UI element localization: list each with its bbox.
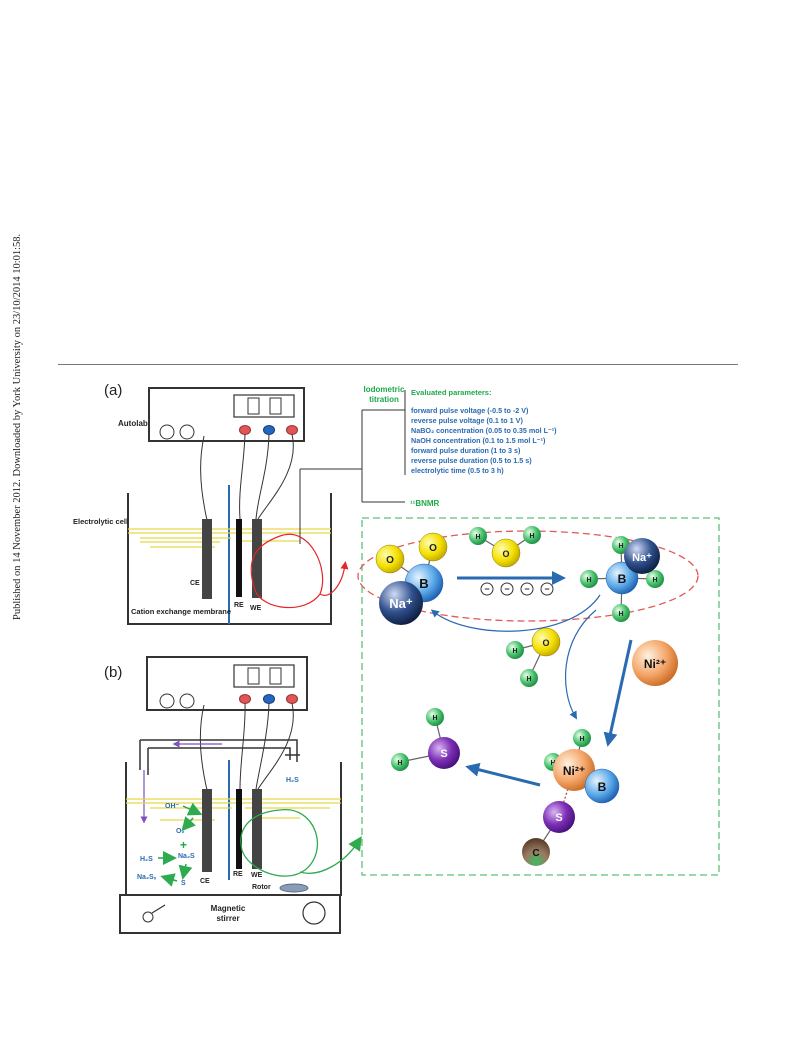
param-item: forward pulse duration (1 to 3 s): [411, 446, 521, 455]
autolab-device: [148, 387, 305, 442]
back-arrow: [430, 594, 601, 632]
nabh4-molecule: H H H H B Na⁺: [580, 536, 664, 622]
param-item: NaBO₂ concentration (0.05 to 0.35 mol L⁻…: [411, 426, 557, 435]
atom-h: H: [397, 760, 402, 767]
re-label-b: RE: [233, 871, 243, 878]
atom-h: H: [586, 577, 591, 584]
electrode-wires-a: [200, 433, 294, 521]
s-label: S: [181, 880, 186, 887]
o2-label: O₂: [176, 828, 185, 835]
atom-h: H: [579, 736, 584, 743]
params-list: forward pulse voltage (-0.5 to -2 V) rev…: [411, 406, 557, 475]
atom-h: H: [652, 577, 657, 584]
atom-h: H: [529, 533, 534, 540]
panel-b-label: (b): [104, 664, 122, 681]
param-item: reverse pulse voltage (0.1 to 1 V): [411, 416, 523, 425]
atom-c: C: [532, 848, 539, 859]
mechanism-frame: [361, 517, 720, 876]
ce-label-b: CE: [200, 878, 210, 885]
atom-h: H: [526, 676, 531, 683]
magnetic-stirrer: [119, 894, 341, 934]
down-arrow-thin: [564, 609, 597, 720]
ni-complex-label: Ni²⁺: [563, 764, 585, 778]
electrode-wires-b: [199, 702, 294, 791]
we-label-a: WE: [250, 605, 262, 612]
h2s-top-label: H₂S: [286, 777, 299, 784]
atom-h: H: [550, 760, 555, 767]
nmr-label: ¹¹BNMR: [410, 499, 440, 508]
water-molecule-top: H H O: [469, 526, 541, 568]
h2s-molecule: H H S: [391, 708, 460, 771]
atom-h: H: [512, 648, 517, 655]
atom-o: O: [542, 638, 549, 648]
param-item: NaOH concentration (0.1 to 1.5 mol L⁻¹): [411, 436, 546, 445]
analysis-bracket: [361, 390, 406, 503]
rotor-label: Rotor: [252, 884, 271, 891]
zoom-loop-a: [250, 533, 345, 609]
atom-b: B: [598, 780, 607, 794]
stirrer-label-2: stirrer: [216, 914, 239, 923]
potentiostat-device-b: [146, 656, 308, 711]
re-label-a: RE: [234, 602, 244, 609]
nickel-boride-complex: H H Ni²⁺ B S C: [522, 729, 620, 866]
stirrer-label-1: Magnetic: [211, 904, 246, 913]
h2s-label-left: H₂S: [140, 856, 153, 863]
nickel-ion: Ni²⁺: [632, 640, 678, 686]
params-title: Evaluated parameters:: [411, 388, 491, 397]
nabo2-molecule: O O B Na⁺: [375, 532, 448, 625]
electrolytic-cell-a: [127, 468, 362, 625]
atom-h: H: [618, 611, 623, 618]
electron-sign: −: [504, 584, 509, 594]
ce-label-a: CE: [190, 580, 200, 587]
electron-sign: −: [544, 584, 549, 594]
atom-b: B: [419, 576, 428, 591]
sulfur-chemistry-scheme: OH⁻ O₂ + H₂S Na₂S S Na₂Sₓ: [137, 802, 203, 887]
oh-label: OH⁻: [165, 803, 180, 810]
cation-membrane-label: Cation exchange membrane: [131, 607, 231, 616]
header-rule: [58, 364, 738, 365]
nickel-arrow: [603, 639, 633, 747]
electron-sign: −: [484, 584, 489, 594]
we-label-b: WE: [251, 872, 263, 879]
ni-ion-label: Ni²⁺: [644, 657, 666, 671]
zoom-loop-b: [240, 809, 358, 877]
electron-sign: −: [524, 584, 529, 594]
atom-h: H: [618, 543, 623, 550]
atom-na: Na⁺: [389, 596, 413, 611]
atom-h: H: [432, 715, 437, 722]
panel-a-label: (a): [104, 382, 122, 399]
electrons: − − − −: [480, 582, 554, 596]
atom-s: S: [440, 748, 447, 760]
atom-b: B: [618, 572, 627, 586]
atom-o: O: [386, 555, 394, 566]
h2s-release-arrow: [465, 762, 541, 787]
electrolytic-cell-label: Electrolytic cell: [73, 517, 128, 526]
na2s-label: Na₂S: [178, 853, 195, 860]
titration-label-1: Iodometric: [364, 385, 405, 394]
atom-na: Na⁺: [632, 552, 652, 564]
atom-s: S: [555, 812, 562, 824]
plus-sign: +: [180, 838, 187, 852]
autolab-label: Autolab: [118, 419, 148, 428]
water-molecule-middle: H H O: [506, 627, 561, 687]
titration-label-2: titration: [369, 395, 399, 404]
na2sx-label: Na₂Sₓ: [137, 874, 157, 881]
atom-o: O: [502, 549, 509, 559]
atom-o: O: [429, 543, 437, 554]
atom-h: H: [475, 534, 480, 541]
param-item: reverse pulse duration (0.5 to 1.5 s): [411, 456, 532, 465]
param-item: electrolytic time (0.5 to 3 h): [411, 466, 504, 475]
param-item: forward pulse voltage (-0.5 to -2 V): [411, 406, 529, 415]
